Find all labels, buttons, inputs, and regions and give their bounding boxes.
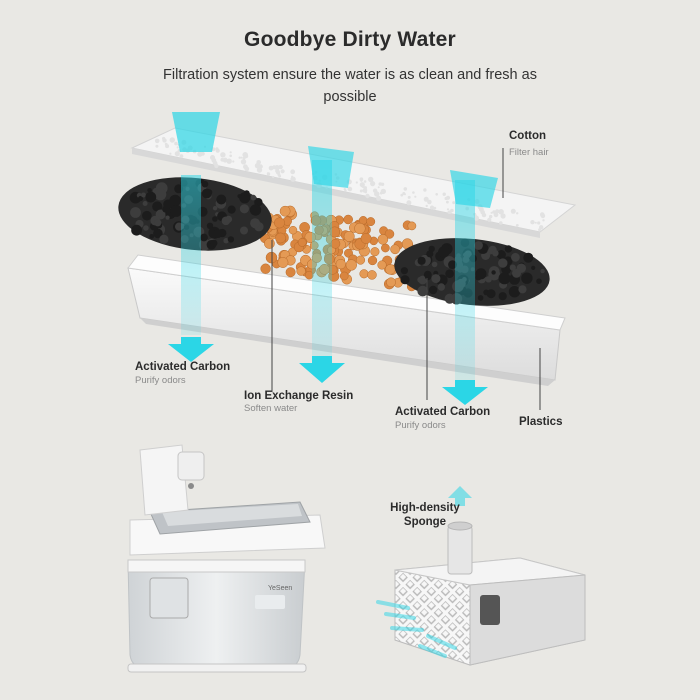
label-sponge-line1: High-density	[390, 502, 460, 514]
desc-cotton: Filter hair	[509, 147, 549, 158]
page-title: Goodbye Dirty Water	[244, 28, 456, 51]
product-brand: YeSeen	[268, 585, 293, 592]
water-flow	[172, 112, 498, 380]
page-subtitle: Filtration system ensure the water is as…	[163, 67, 537, 105]
desc-activated-carbon-right: Purify odors	[395, 420, 446, 431]
label-cotton: Cotton	[509, 130, 547, 142]
fountain-product	[127, 444, 326, 673]
water-arrow-icon-2	[299, 356, 345, 383]
label-activated-carbon-right: Activated Carbon	[395, 406, 491, 418]
label-ion-exchange-resin: Ion Exchange Resin	[244, 390, 354, 402]
activated-carbon-left	[118, 177, 272, 251]
water-arrow-icon-1	[168, 337, 214, 362]
label-activated-carbon-left: Activated Carbon	[135, 361, 231, 373]
desc-activated-carbon-left: Purify odors	[135, 375, 186, 386]
pump	[376, 486, 586, 666]
desc-ion-exchange-resin: Soften water	[244, 403, 298, 414]
water-arrow-icon-3	[442, 380, 488, 405]
label-plastics: Plastics	[519, 416, 563, 428]
label-sponge-line2: Sponge	[403, 516, 447, 528]
